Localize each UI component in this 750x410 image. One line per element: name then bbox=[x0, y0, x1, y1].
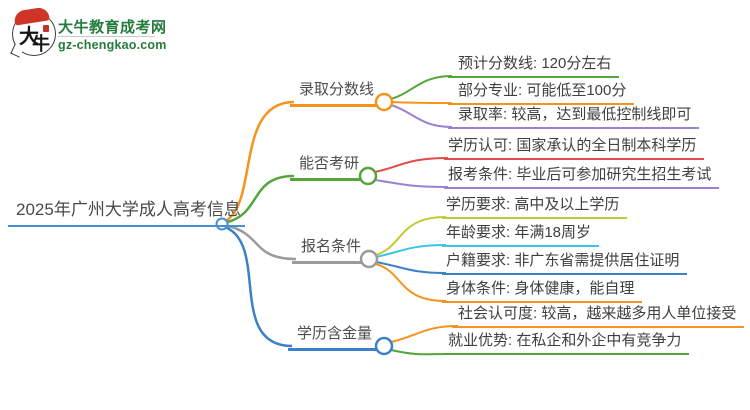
brand-domain: gz-chengkao.com bbox=[58, 38, 167, 52]
brand-name: 大牛教育成考网 bbox=[58, 19, 167, 36]
leaf-jiuye-youshi[interactable]: 就业优势: 在私企和外企中有竞争力 bbox=[444, 332, 690, 355]
logo-char-niu: 牛 bbox=[32, 34, 50, 54]
daniu-logo-icon: 大 牛 bbox=[10, 6, 56, 58]
edge-kaoyan-to-baokao bbox=[374, 179, 449, 188]
logo-char-da: 大 bbox=[19, 26, 39, 48]
leaf-bufen-zhuanye[interactable]: 部分专业: 可能低至100分 bbox=[448, 82, 635, 105]
edge-central-to-xuelihanjinliang bbox=[226, 226, 293, 348]
edge-baoming-to-xueli bbox=[375, 216, 447, 256]
edge-hanjin-to-jiuye bbox=[390, 349, 449, 356]
collapse-node-nengfoukaoyan[interactable] bbox=[358, 166, 378, 186]
edge-baoming-to-shenti bbox=[375, 263, 447, 302]
leaf-shehui-renkedu[interactable]: 社会认可度: 较高，越来越多用人单位接受 bbox=[452, 305, 745, 328]
edge-kaoyan-to-xueli bbox=[374, 157, 449, 173]
edge-baoming-to-huji bbox=[375, 261, 447, 274]
branch-label-baomingtiaojian[interactable]: 报名条件 bbox=[292, 238, 363, 264]
leaf-huji-yaoqiu[interactable]: 户籍要求: 非广东省需提供居住证明 bbox=[442, 252, 688, 275]
brand-separator bbox=[58, 36, 155, 37]
branch-label-luqufenshuxian[interactable]: 录取分数线 bbox=[290, 81, 379, 107]
logo-red-seal bbox=[43, 25, 49, 32]
central-topic[interactable]: 2025年广州大学成人高考信息 bbox=[8, 200, 245, 227]
leaf-xueli-yaoqiu[interactable]: 学历要求: 高中及以上学历 bbox=[442, 196, 628, 219]
edge-baoming-to-nianling bbox=[375, 244, 447, 258]
branch-label-nengfoukaoyan[interactable]: 能否考研 bbox=[290, 155, 362, 181]
leaf-xueli-renke[interactable]: 学历认可: 国家承认的全日制本科学历 bbox=[444, 137, 705, 160]
leaf-nianling-yaoqiu[interactable]: 年龄要求: 年满18周岁 bbox=[442, 224, 600, 247]
leaf-yuji-fenshuxian[interactable]: 预计分数线: 120分左右 bbox=[448, 55, 620, 78]
branch-label-xuelihanjinliang[interactable]: 学历含金量 bbox=[288, 325, 377, 351]
leaf-luqulv[interactable]: 录取率: 较高，达到最低控制线即可 bbox=[448, 106, 700, 129]
leaf-baokao-tiaojian[interactable]: 报考条件: 毕业后可参加研究生招生考试 bbox=[444, 166, 720, 189]
edge-luqu-to-luqulv bbox=[390, 104, 453, 128]
edge-central-to-baomingtiaojian bbox=[227, 224, 297, 261]
leaf-shenti-tiaojian[interactable]: 身体条件: 身体健康，能自理 bbox=[442, 280, 643, 303]
edge-luqu-to-yuji bbox=[390, 75, 453, 100]
edge-luqu-to-bufen bbox=[391, 101, 453, 104]
collapse-node-baomingtiaojian[interactable] bbox=[359, 249, 379, 269]
collapse-node-luqufenshuxian[interactable] bbox=[374, 92, 394, 112]
collapse-node-xuelihanjinliang[interactable] bbox=[374, 336, 394, 356]
